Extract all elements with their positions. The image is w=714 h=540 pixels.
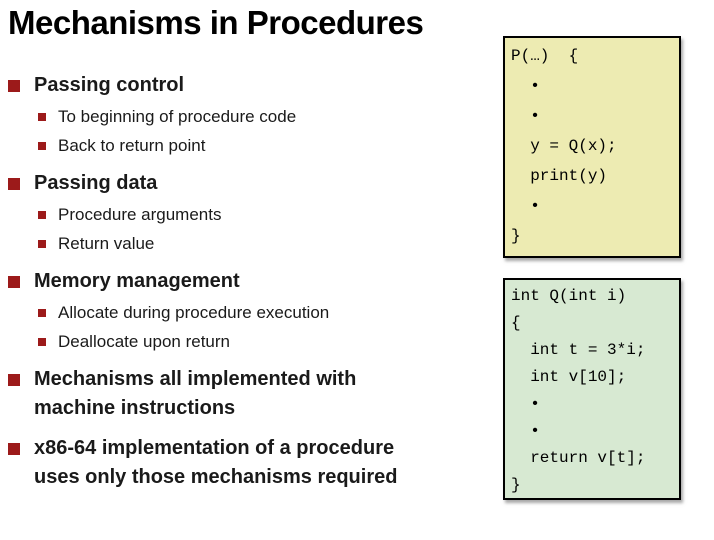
bullet-item-level2: To beginning of procedure code	[38, 104, 498, 129]
slide-title: Mechanisms in Procedures	[8, 4, 424, 41]
red-square-bullet-icon	[8, 276, 20, 288]
bullet-label: Memory management	[34, 270, 240, 292]
red-square-bullet-icon	[8, 80, 20, 92]
code-line: int v[10];	[511, 368, 627, 386]
code-line: •	[511, 197, 540, 215]
code-line: return v[t];	[511, 449, 646, 467]
red-square-bullet-icon	[38, 240, 46, 248]
code-line: •	[511, 422, 540, 440]
code-line: }	[511, 227, 521, 245]
caller-code-box: P(…) { • • y = Q(x); print(y) •}	[503, 36, 681, 258]
red-square-bullet-icon	[38, 338, 46, 346]
bullet-item-level1: x86-64 implementation of a procedure use…	[8, 434, 498, 492]
bullet-item-level2: Allocate during procedure execution	[38, 300, 498, 325]
bullet-item-level1: Passing control	[8, 71, 498, 100]
sub-bullet-label: To beginning of procedure code	[58, 107, 297, 126]
bullet-item-level2: Procedure arguments	[38, 202, 498, 227]
red-square-bullet-icon	[8, 374, 20, 386]
red-square-bullet-icon	[38, 142, 46, 150]
bullet-label: x86-64 implementation of a procedure use…	[34, 437, 398, 488]
sub-bullet-label: Back to return point	[58, 136, 206, 155]
code-box-column: P(…) { • • y = Q(x); print(y) •} int Q(i…	[503, 36, 681, 500]
callee-code-box: int Q(int i){ int t = 3*i; int v[10]; • …	[503, 278, 681, 500]
bullet-item-level1: Passing data	[8, 169, 498, 198]
bullet-item-level2: Deallocate upon return	[38, 329, 498, 354]
code-line: {	[511, 314, 521, 332]
red-square-bullet-icon	[38, 113, 46, 121]
sub-bullet-label: Deallocate upon return	[58, 332, 231, 351]
bullet-label: Passing data	[34, 172, 158, 194]
bullet-item-level2: Back to return point	[38, 133, 498, 158]
code-line: int Q(int i)	[511, 287, 627, 305]
red-square-bullet-icon	[38, 211, 46, 219]
red-square-bullet-icon	[8, 443, 20, 455]
bullet-item-level2: Return value	[38, 231, 498, 256]
red-square-bullet-icon	[38, 309, 46, 317]
code-line: }	[511, 476, 521, 494]
code-line: P(…) {	[511, 47, 579, 65]
code-line: •	[511, 107, 540, 125]
bullet-label: Mechanisms all implemented with machine …	[34, 368, 357, 419]
sub-bullet-label: Return value	[58, 234, 155, 253]
sub-bullet-label: Procedure arguments	[58, 205, 222, 224]
sub-bullet-label: Allocate during procedure execution	[58, 303, 330, 322]
bullet-label: Passing control	[34, 74, 185, 96]
code-line: int t = 3*i;	[511, 341, 646, 359]
bullet-item-level1: Memory management	[8, 267, 498, 296]
bullet-list: Passing control To beginning of procedure…	[8, 60, 498, 496]
code-line: •	[511, 77, 540, 95]
code-line: y = Q(x);	[511, 137, 617, 155]
bullet-item-level1: Mechanisms all implemented with machine …	[8, 365, 498, 423]
red-square-bullet-icon	[8, 178, 20, 190]
code-line: •	[511, 395, 540, 413]
code-line: print(y)	[511, 167, 608, 185]
